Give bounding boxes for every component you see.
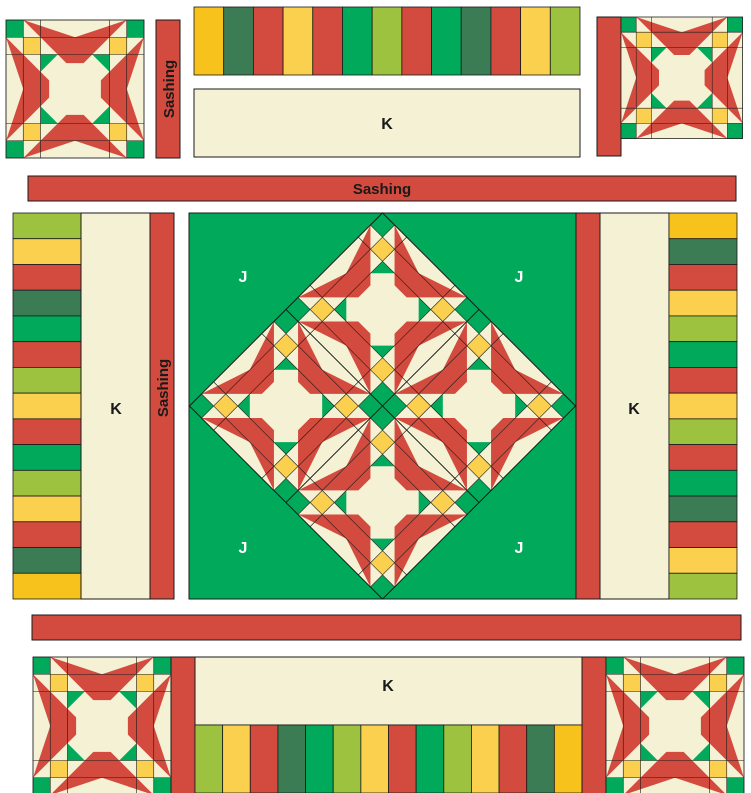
stripe-strip-bottom-left xyxy=(171,657,195,793)
k-label-right: K xyxy=(628,401,640,418)
star-block-top-right xyxy=(621,17,743,139)
j-label-bottom-left: J xyxy=(239,540,248,557)
stripe-yellow xyxy=(13,393,81,419)
sashing-label-top-left: Sashing xyxy=(161,60,178,118)
stripe-yellow xyxy=(669,290,737,316)
stripe-yellow xyxy=(283,7,313,75)
stripe-gold xyxy=(554,725,582,793)
stripe-yellow xyxy=(471,725,499,793)
stripe-dark_green xyxy=(224,7,254,75)
stripe-red xyxy=(389,725,417,793)
stripe-red xyxy=(669,522,737,548)
stripe-lime xyxy=(13,367,81,393)
stripe-red xyxy=(13,264,81,290)
stripe-lime xyxy=(669,419,737,445)
stripe-gold xyxy=(669,213,737,239)
stripe-red xyxy=(669,264,737,290)
stripe-border-left xyxy=(13,213,81,599)
stripe-lime xyxy=(444,725,472,793)
stripe-border-bottom xyxy=(195,725,582,793)
stripe-green xyxy=(306,725,334,793)
sashing-bar-lower xyxy=(32,615,741,640)
star-block-bottom-right xyxy=(606,657,744,793)
sashing-label-left: Sashing xyxy=(155,359,172,417)
stripe-gold xyxy=(13,573,81,599)
stripe-red xyxy=(250,725,278,793)
k-label-top: K xyxy=(381,116,393,133)
k-label-bottom: K xyxy=(382,678,394,695)
stripe-yellow xyxy=(13,239,81,265)
stripe-red xyxy=(402,7,432,75)
stripe-dark_green xyxy=(13,548,81,574)
stripe-yellow xyxy=(223,725,251,793)
star-block-top-left xyxy=(6,20,144,158)
stripe-green xyxy=(13,316,81,342)
stripe-green xyxy=(416,725,444,793)
stripe-red xyxy=(491,7,521,75)
stripe-green xyxy=(13,445,81,471)
k-label-left: K xyxy=(110,401,122,418)
stripe-strip-top-right xyxy=(597,17,621,156)
stripe-border-top xyxy=(194,7,580,75)
stripe-lime xyxy=(669,573,737,599)
stripe-red xyxy=(13,522,81,548)
stripe-strip-bottom-right xyxy=(582,657,606,793)
stripe-red xyxy=(669,445,737,471)
stripe-lime xyxy=(372,7,402,75)
stripe-dark_green xyxy=(13,290,81,316)
stripe-red xyxy=(253,7,283,75)
j-label-top-right: J xyxy=(515,269,524,286)
stripe-strip-right xyxy=(576,213,600,599)
stripe-yellow xyxy=(669,548,737,574)
stripe-dark_green xyxy=(669,496,737,522)
stripe-red xyxy=(313,7,343,75)
stripe-red xyxy=(499,725,527,793)
stripe-lime xyxy=(13,213,81,239)
stripe-lime xyxy=(195,725,223,793)
star-block-bottom-left xyxy=(33,657,171,793)
sashing-label-horizontal: Sashing xyxy=(353,181,411,198)
center-medallion: J J J J xyxy=(189,213,576,599)
stripe-red xyxy=(669,367,737,393)
stripe-yellow xyxy=(521,7,551,75)
stripe-red xyxy=(13,419,81,445)
stripe-red xyxy=(13,342,81,368)
stripe-dark_green xyxy=(278,725,306,793)
stripe-green xyxy=(432,7,462,75)
stripe-dark_green xyxy=(527,725,555,793)
stripe-gold xyxy=(194,7,224,75)
stripe-dark_green xyxy=(669,239,737,265)
stripe-border-right xyxy=(669,213,737,599)
stripe-lime xyxy=(550,7,580,75)
stripe-yellow xyxy=(13,496,81,522)
stripe-lime xyxy=(13,470,81,496)
stripe-green xyxy=(342,7,372,75)
stripe-green xyxy=(669,470,737,496)
stripe-yellow xyxy=(669,393,737,419)
j-label-bottom-right: J xyxy=(515,540,524,557)
stripe-dark_green xyxy=(461,7,491,75)
stripe-green xyxy=(669,342,737,368)
stripe-lime xyxy=(669,316,737,342)
stripe-lime xyxy=(333,725,361,793)
stripe-yellow xyxy=(361,725,389,793)
j-label-top-left: J xyxy=(239,269,248,286)
